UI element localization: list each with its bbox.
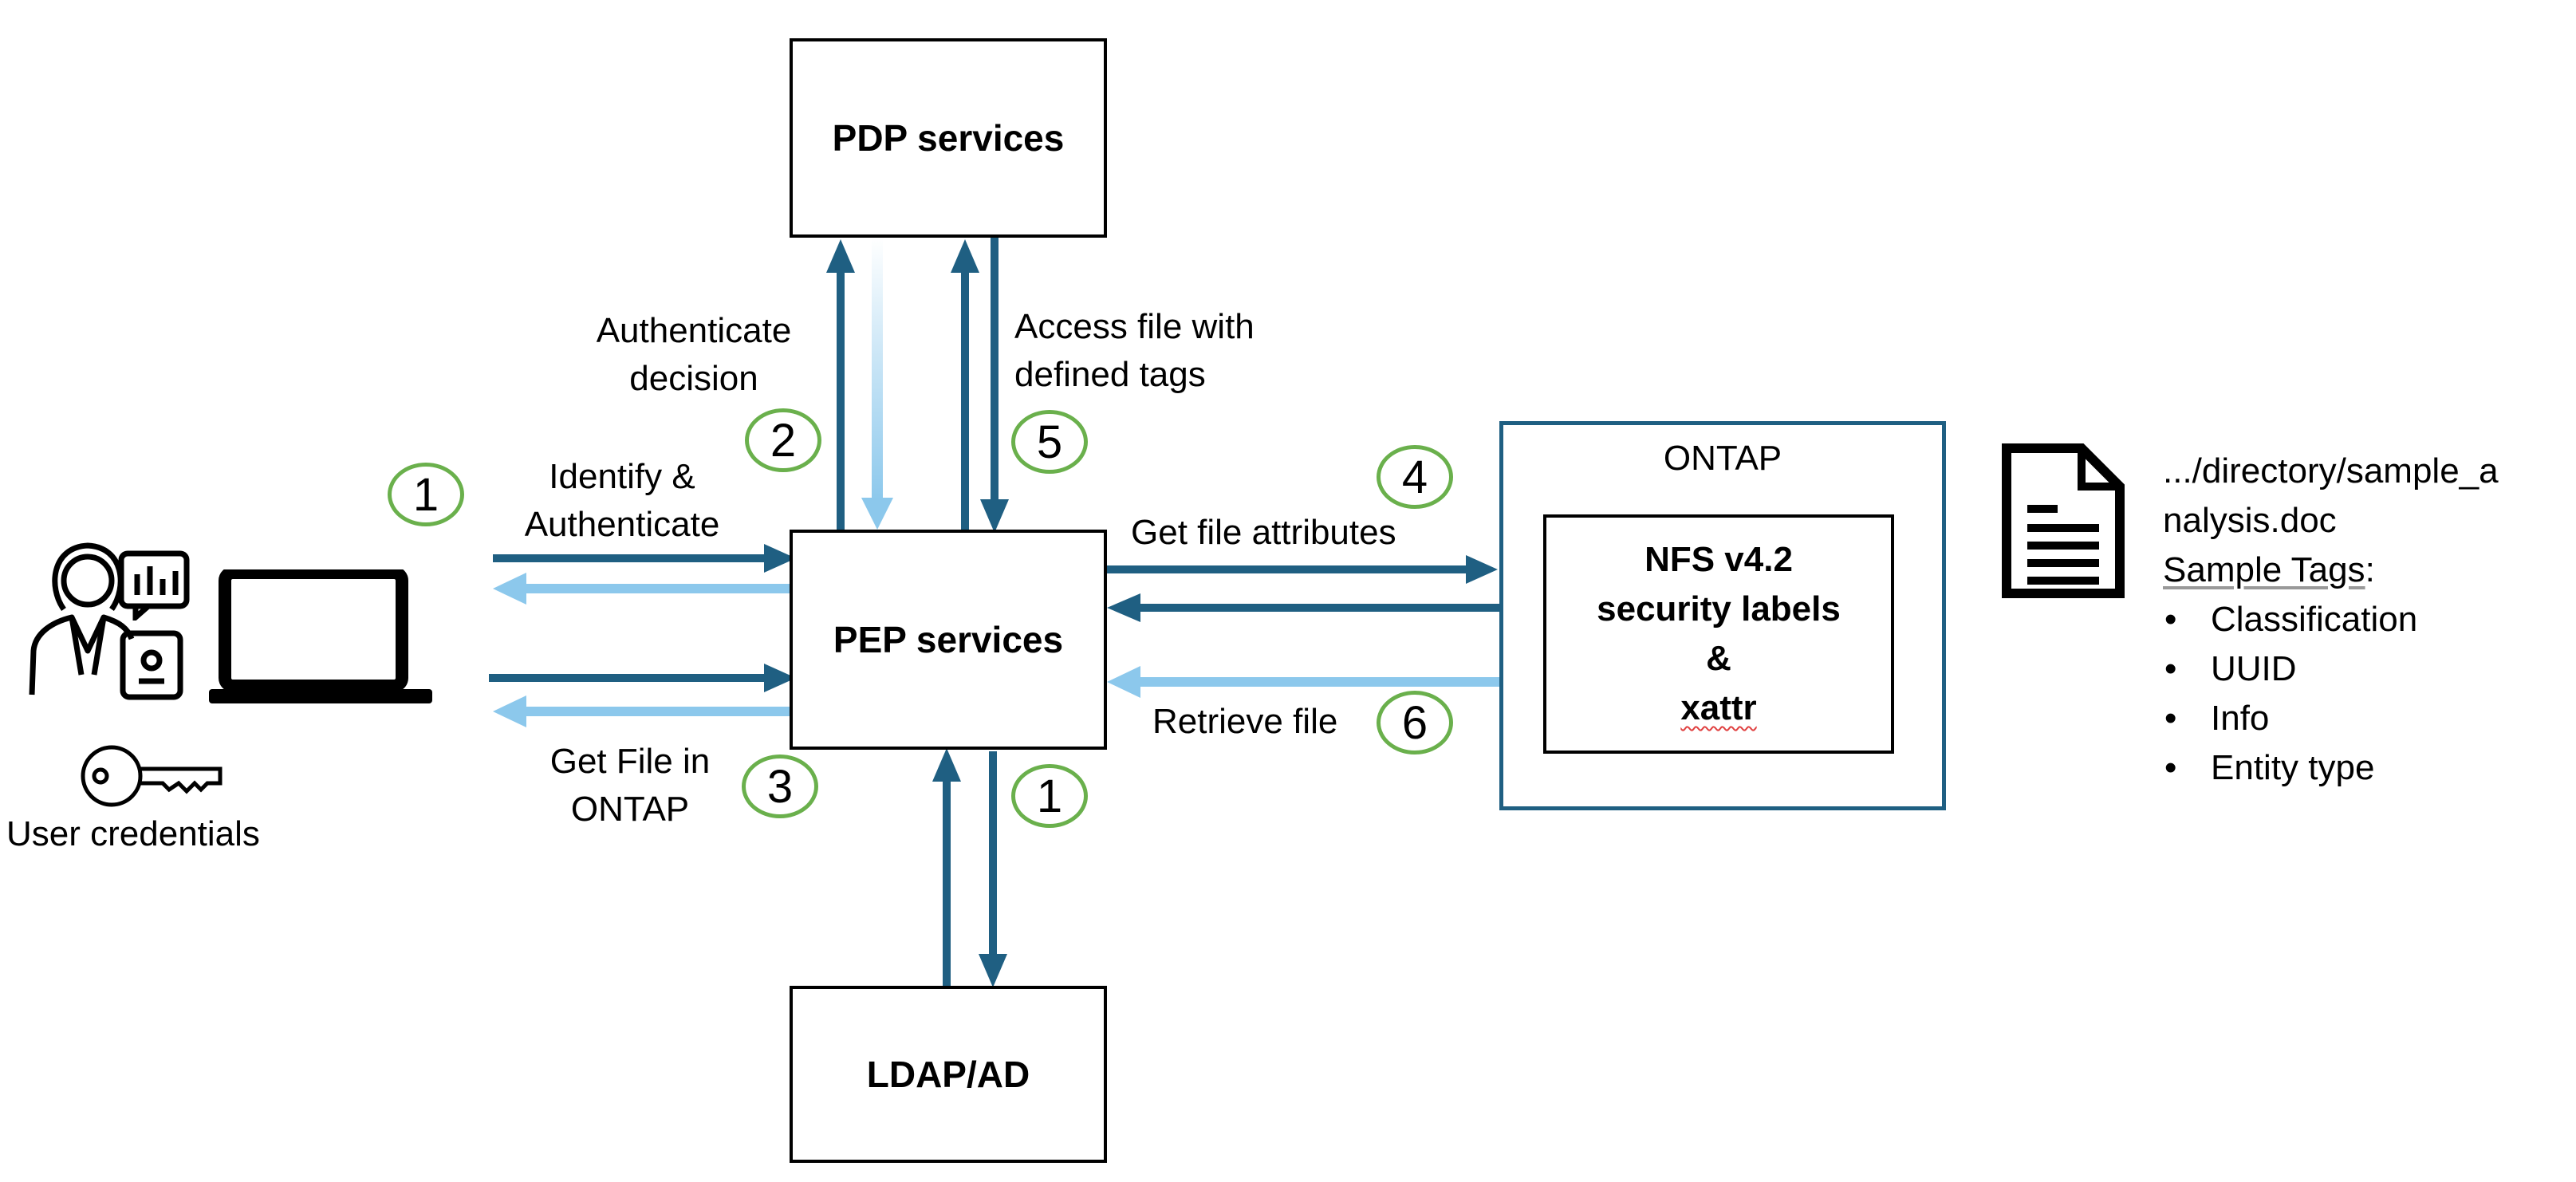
arrow-pdp-to-pep-decision bbox=[861, 238, 893, 530]
key-icon bbox=[81, 745, 223, 807]
arrow-pep-to-pdp-authenticate bbox=[826, 239, 855, 533]
nfs-line-3: & bbox=[1706, 639, 1731, 678]
pep-services-label: PEP services bbox=[833, 619, 1064, 660]
arrow-pdp-to-pep-access bbox=[980, 233, 1009, 533]
get-file-in-ontap-label: Get File in ONTAP bbox=[494, 738, 766, 833]
chart-icon bbox=[118, 550, 190, 621]
get-file-line-1: Get File in bbox=[549, 742, 711, 781]
nfs-security-labels-box: NFS v4.2 security labels & xattr bbox=[1543, 514, 1894, 754]
arrow-ldap-to-pep bbox=[932, 748, 961, 989]
sample-tags-list: Classification UUID Info Entity type bbox=[2163, 595, 2499, 793]
pdp-services-label: PDP services bbox=[832, 117, 1065, 159]
identify-authenticate-label: Identify & Authenticate bbox=[486, 453, 758, 549]
file-info: .../directory/sample_a nalysis.doc Sampl… bbox=[2163, 447, 2499, 793]
ontap-box bbox=[1499, 421, 1946, 810]
identify-line-2: Authenticate bbox=[524, 505, 720, 544]
step-1-ldap: 1 bbox=[1011, 764, 1088, 828]
step-1-client: 1 bbox=[388, 463, 464, 526]
nfs-line-2: security labels bbox=[1597, 589, 1841, 628]
sample-tags-heading-colon: : bbox=[2365, 550, 2375, 589]
ldap-ad-box: LDAP/AD bbox=[790, 986, 1107, 1163]
identify-line-1: Identify & bbox=[549, 457, 695, 496]
file-path-line-1: .../directory/sample_a bbox=[2163, 451, 2499, 491]
sample-tags-heading-text: Sample Tags bbox=[2163, 550, 2365, 589]
sample-tags-heading: Sample Tags: bbox=[2163, 546, 2499, 595]
authenticate-decision-label: Authenticate decision bbox=[558, 307, 829, 403]
access-file-label: Access file with defined tags bbox=[1014, 303, 1255, 399]
nfs-line-1: NFS v4.2 bbox=[1644, 540, 1793, 579]
arrow-pep-to-client-response bbox=[493, 573, 796, 605]
tag-item: Info bbox=[2164, 694, 2499, 743]
retrieve-file-label: Retrieve file bbox=[1152, 702, 1338, 741]
step-3-get-file: 3 bbox=[742, 755, 818, 818]
tag-item: Entity type bbox=[2164, 743, 2499, 793]
pdp-services-box: PDP services bbox=[790, 38, 1107, 238]
get-file-line-2: ONTAP bbox=[570, 790, 690, 829]
step-6-retrieve: 6 bbox=[1377, 691, 1453, 755]
ldap-ad-label: LDAP/AD bbox=[866, 1054, 1030, 1095]
step-5-access-file: 5 bbox=[1011, 410, 1088, 474]
tag-item: UUID bbox=[2164, 644, 2499, 694]
arrow-client-to-pep-identify bbox=[493, 544, 796, 573]
auth-decision-line-1: Authenticate bbox=[596, 311, 792, 350]
id-badge-icon bbox=[120, 630, 183, 700]
document-icon bbox=[2002, 443, 2125, 598]
arrow-ontap-to-pep-retrieve bbox=[1107, 666, 1499, 698]
arrow-pep-to-client-file bbox=[493, 695, 796, 727]
access-file-line-2: defined tags bbox=[1014, 355, 1206, 394]
laptop-icon bbox=[209, 569, 432, 703]
get-file-attributes-label: Get file attributes bbox=[1131, 513, 1396, 552]
ontap-label: ONTAP bbox=[1663, 439, 1782, 478]
arrow-ontap-to-pep-attributes bbox=[1107, 593, 1499, 622]
step-4-get-attributes: 4 bbox=[1377, 445, 1453, 509]
file-path-line-2: nalysis.doc bbox=[2163, 501, 2337, 540]
pep-services-box: PEP services bbox=[790, 530, 1107, 750]
user-credentials-label: User credentials bbox=[6, 814, 260, 853]
arrow-pep-to-ontap-attributes bbox=[1104, 555, 1498, 584]
access-file-line-1: Access file with bbox=[1014, 307, 1255, 346]
tag-item: Classification bbox=[2164, 595, 2499, 644]
arrow-client-to-pep-getfile bbox=[489, 664, 796, 692]
arrow-pep-to-pdp-access bbox=[951, 239, 979, 533]
step-2-auth-decision: 2 bbox=[745, 408, 821, 472]
auth-decision-line-2: decision bbox=[629, 359, 758, 398]
nfs-line-4: xattr bbox=[1680, 688, 1757, 727]
arrow-pep-to-ldap bbox=[979, 751, 1007, 987]
